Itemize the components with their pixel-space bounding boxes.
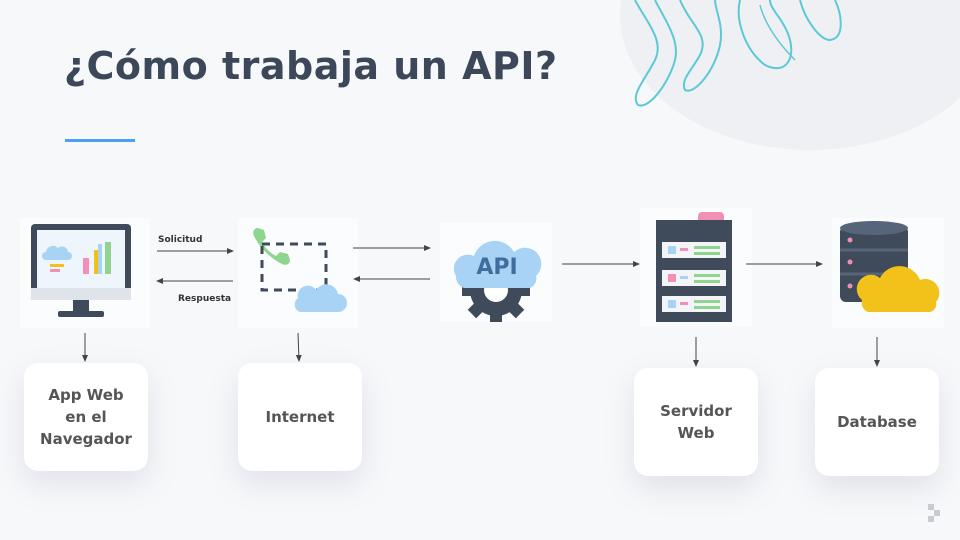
request-arrow-label: Solicitud xyxy=(158,235,203,245)
server-rack-icon xyxy=(640,208,752,326)
card-database: Database xyxy=(815,368,939,476)
card-browser-app: App Web en el Navegador xyxy=(24,363,148,471)
card-label: App Web en el Navegador xyxy=(40,386,132,448)
card-label: Database xyxy=(837,413,917,431)
api-cloud-gear-icon: API xyxy=(440,222,552,322)
brand-logo-icon xyxy=(928,504,940,522)
response-arrow-label: Respuesta xyxy=(178,294,232,304)
database-cloud-icon xyxy=(832,218,944,328)
card-label: Servidor Web xyxy=(660,402,732,442)
card-label: Internet xyxy=(265,408,335,426)
phone-cloud-icon xyxy=(238,218,358,328)
monitor-chart-icon xyxy=(20,218,150,328)
page-title: ¿Cómo trabaja un API? xyxy=(64,44,558,88)
api-icon-label: API xyxy=(476,255,517,280)
card-web-server: Servidor Web xyxy=(634,368,758,476)
leaf-decoration-icon xyxy=(634,0,842,107)
card-internet: Internet xyxy=(238,363,362,471)
title-underline xyxy=(65,139,135,142)
